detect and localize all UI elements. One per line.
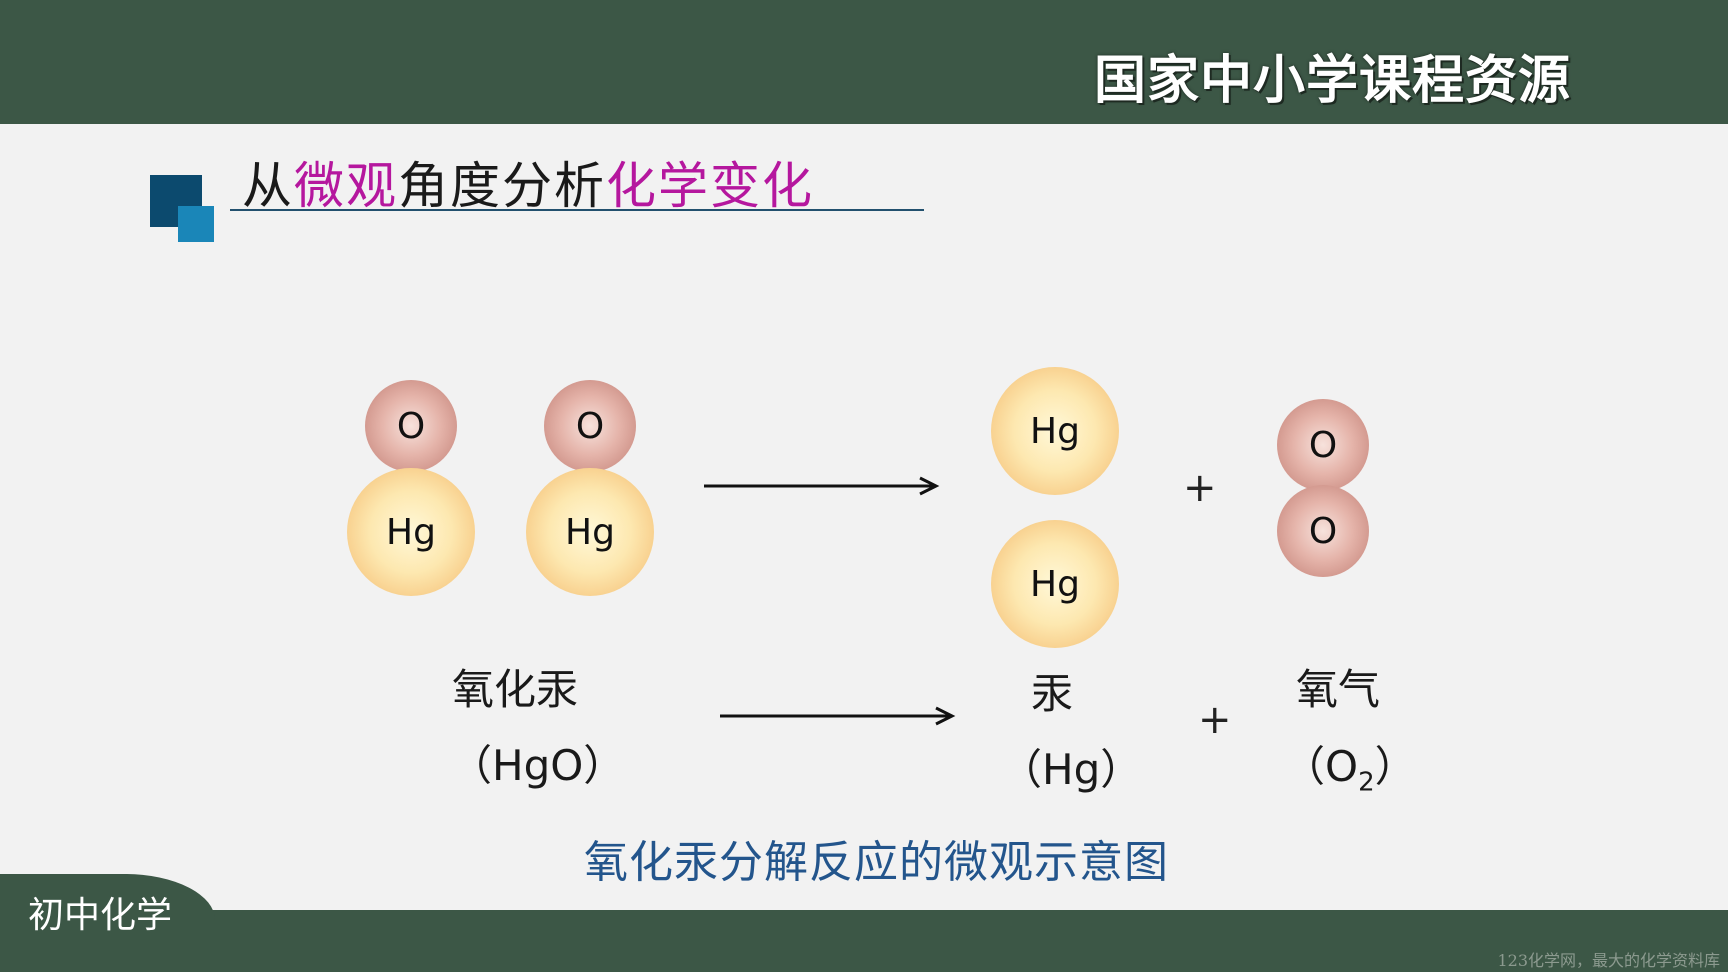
mercury-atom: Hg [991, 367, 1119, 495]
product-oxygen-formula-close: ） [1374, 742, 1417, 791]
diagram-plus-sign: + [1183, 465, 1217, 511]
product-oxygen-formula: （O2） [1283, 733, 1417, 797]
slide-title-part1: 从 [242, 157, 294, 215]
product-mercury-formula: （Hg） [1000, 745, 1143, 794]
oxygen-atom: O [1277, 485, 1369, 577]
brand-logo-text: 国家中小学课程资源 [1093, 51, 1571, 111]
product-oxygen-formula-open: （O [1283, 742, 1359, 791]
slide-title-part4: 化学变化 [606, 157, 814, 215]
reactant-formula: （HgO） [450, 741, 626, 790]
title-decoration-icon [150, 175, 214, 243]
mercury-atom: Hg [347, 468, 475, 596]
footer-bar [0, 910, 1728, 972]
equation-arrow-icon [720, 706, 956, 726]
oxygen-atom: O [544, 380, 636, 472]
mercury-atom: Hg [526, 468, 654, 596]
slide-title-part2: 微观 [294, 157, 398, 215]
header-bar [0, 0, 1728, 124]
diagram-arrow-icon [704, 476, 940, 496]
title-underline [230, 209, 924, 211]
product-mercury-name: 汞 [1031, 669, 1074, 718]
watermark-text: 123化学网，最大的化学资料库 [1497, 951, 1720, 970]
title-decoration-light-square [178, 206, 214, 242]
subject-tab-label: 初中化学 [28, 895, 173, 936]
diagram-caption: 氧化汞分解反应的微观示意图 [584, 837, 1169, 888]
equation-plus-sign: + [1198, 697, 1232, 743]
oxygen-atom: O [365, 380, 457, 472]
product-oxygen-formula-subscript: 2 [1358, 767, 1375, 798]
reactant-name: 氧化汞 [452, 665, 579, 714]
slide-title: 从微观角度分析化学变化 [242, 146, 814, 218]
product-oxygen-name: 氧气 [1296, 665, 1381, 714]
slide-title-part3: 角度分析 [398, 157, 606, 215]
oxygen-atom: O [1277, 399, 1369, 491]
subject-tab [0, 874, 215, 972]
mercury-atom: Hg [991, 520, 1119, 648]
